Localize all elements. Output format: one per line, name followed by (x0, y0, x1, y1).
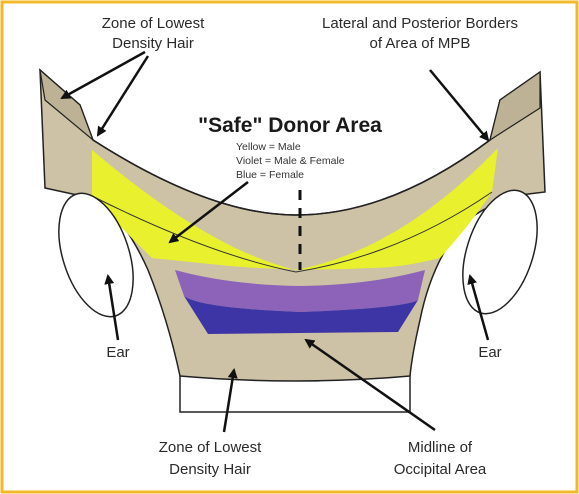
label-ear-left: Ear (106, 344, 129, 361)
label-zone-bottom-line1: Zone of Lowest (159, 439, 262, 456)
label-zone-top-line1: Zone of Lowest (102, 15, 205, 32)
legend-yellow: Yellow = Male (236, 141, 301, 153)
label-lateral-line2: of Area of MPB (370, 35, 471, 52)
label-zone-bottom-line2: Density Hair (169, 461, 251, 478)
label-lateral-line1: Lateral and Posterior Borders (322, 15, 518, 32)
legend-violet: Violet = Male & Female (236, 155, 345, 167)
legend-blue: Blue = Female (236, 169, 304, 181)
title-safe-donor-area: "Safe" Donor Area (198, 114, 382, 137)
label-midline-line1: Midline of (408, 439, 473, 456)
label-midline-line2: Occipital Area (394, 461, 487, 478)
label-zone-top-line2: Density Hair (112, 35, 194, 52)
label-ear-right: Ear (478, 344, 501, 361)
